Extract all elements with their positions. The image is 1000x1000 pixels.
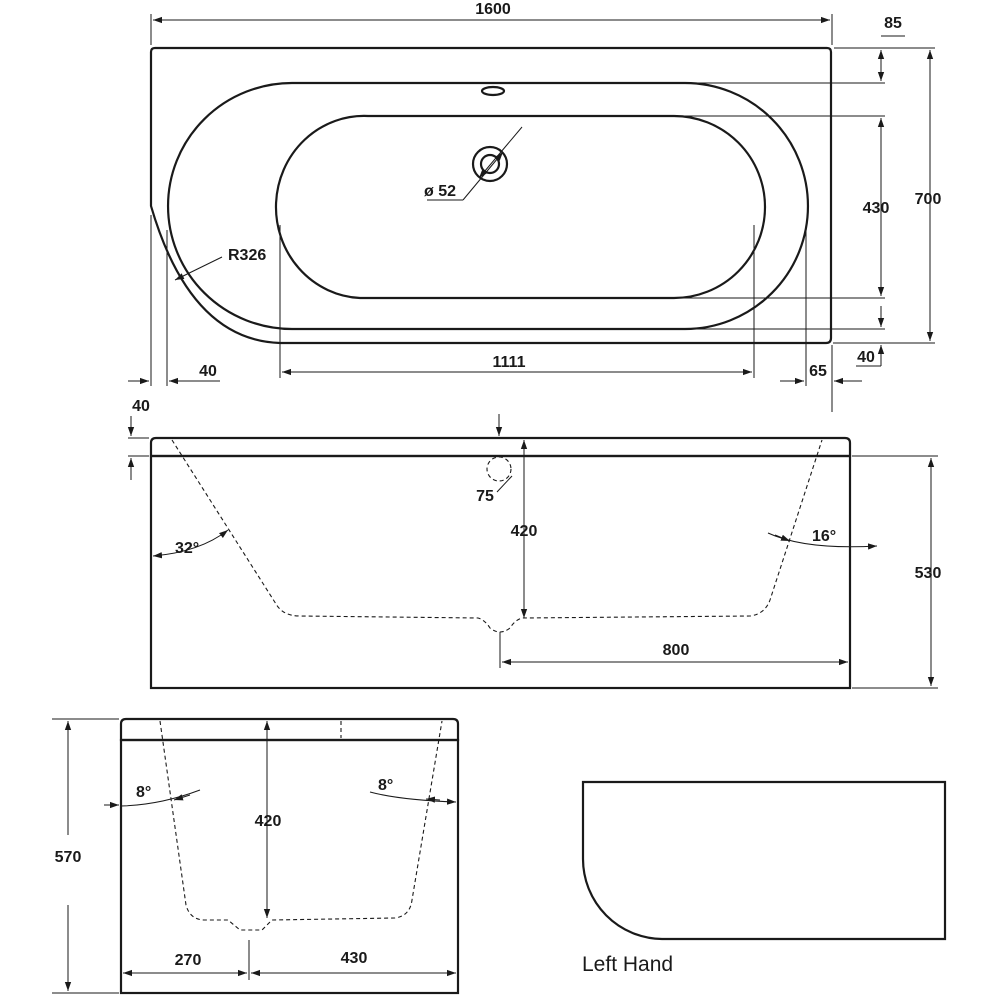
left-hand-shape [581, 780, 947, 941]
end-view: 570 420 8° 8° 270 430 [52, 717, 460, 995]
left-offset-label: 270 [175, 952, 202, 969]
overflow-circle [486, 456, 512, 482]
corner-radius-label: R326 [228, 247, 266, 264]
side-view: 40 75 420 32° 16° 530 800 [127, 398, 942, 690]
waste-outer-circle [471, 145, 509, 183]
overflow-leader [496, 475, 513, 493]
end-height-label: 570 [55, 849, 82, 866]
rim-thickness-label: 40 [132, 398, 150, 415]
end-depth-label: 420 [255, 813, 282, 830]
side-height-label: 530 [915, 565, 942, 582]
plan-view: ø 52 R326 1600 85 430 700 40 [128, 1, 941, 412]
right-angle-label: 16° [812, 528, 836, 545]
end-rim [119, 717, 460, 742]
rim-bottom-label: 40 [857, 349, 875, 366]
waste-inner-circle [479, 153, 501, 175]
end-left-angle-arc [120, 789, 201, 807]
end-right-angle-arc [369, 791, 457, 805]
inner-length-label: 1111 [493, 354, 526, 371]
side-depth-label: 420 [511, 523, 538, 540]
side-body [149, 454, 852, 690]
right-offset-label: 430 [341, 950, 368, 967]
inner-width-label: 430 [863, 200, 890, 217]
waste-diameter-label: ø 52 [424, 183, 456, 200]
left-angle-arc [152, 529, 229, 559]
end-right-angle-label: 8° [378, 777, 393, 794]
length-label: 1600 [475, 1, 511, 18]
waste-diameter-leader [478, 126, 523, 179]
handing-label: Left Hand [582, 953, 673, 976]
width-label: 700 [915, 191, 942, 208]
end-tub-profile [159, 720, 443, 931]
plan-basin-outline [274, 114, 767, 300]
waste-diameter-leader-2 [462, 151, 504, 201]
left-angle-label: 32° [175, 540, 199, 557]
waste-to-end-label: 800 [663, 642, 690, 659]
side-rim [149, 436, 852, 458]
handing-diagram: Left Hand [581, 780, 947, 976]
right-angle-arrow [774, 534, 791, 542]
end-right-angle-arrow [425, 796, 441, 803]
rim-right-label: 65 [809, 363, 827, 380]
side-tub-profile [171, 439, 823, 633]
plan-outer-outline [149, 46, 833, 345]
overflow-outlet [480, 85, 506, 97]
plan-rim-outline [166, 81, 810, 331]
right-angle-arc [767, 532, 878, 550]
rim-top-label: 85 [884, 15, 902, 32]
end-body [119, 738, 460, 995]
waste-height-label: 75 [476, 488, 494, 505]
end-left-angle-arrow-2 [173, 794, 191, 801]
rim-left-label: 40 [199, 363, 217, 380]
end-left-angle-label: 8° [136, 784, 151, 801]
radius-leader [174, 256, 223, 281]
